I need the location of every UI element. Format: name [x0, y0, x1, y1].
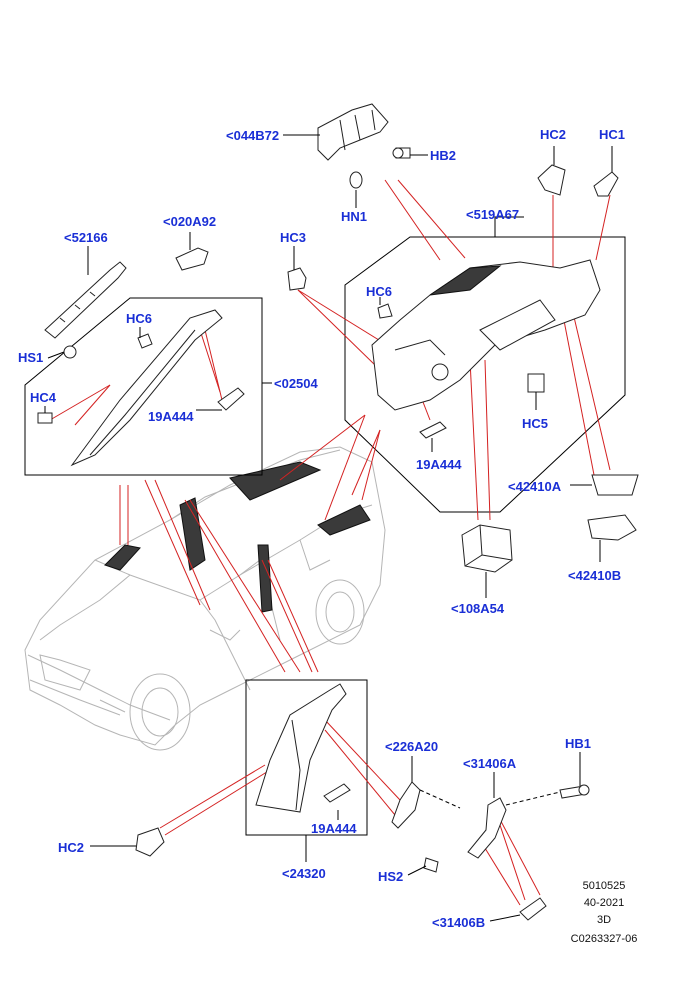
label-42410A[interactable]: <42410A: [508, 479, 562, 494]
label-HB2[interactable]: HB2: [430, 148, 457, 163]
label-020A92[interactable]: <020A92: [163, 214, 217, 229]
label-02504[interactable]: <02504: [274, 376, 318, 391]
screw-HS2: [423, 857, 439, 873]
label-HN1[interactable]: HN1: [341, 209, 368, 224]
clip-HC1: [593, 171, 619, 197]
rear-quarter-group-frame: [344, 236, 626, 513]
bracket-020A92: [175, 247, 209, 271]
label-HB1[interactable]: HB1: [565, 736, 592, 751]
meta-line-1: 5010525: [582, 880, 626, 892]
label-HC5[interactable]: HC5: [522, 416, 549, 431]
label-108A54[interactable]: <108A54: [451, 601, 505, 616]
clip-HC6-a: [137, 333, 153, 349]
label-HC2-top[interactable]: HC2: [540, 127, 567, 142]
label-HC6-a[interactable]: HC6: [126, 311, 153, 326]
clip-HC2-top: [537, 164, 566, 196]
label-044B72[interactable]: <044B72: [226, 128, 280, 143]
leader-lines: [44, 134, 613, 922]
label-31406A[interactable]: <31406A: [463, 756, 517, 771]
frames: [24, 236, 626, 836]
clip-HC4: [37, 412, 53, 424]
nut-HN1: [349, 171, 363, 189]
cover-31406B: [519, 897, 547, 921]
label-HS1[interactable]: HS1: [18, 350, 44, 365]
callout-lines: [49, 179, 611, 906]
clip-HC3: [287, 267, 307, 291]
meta-line-4: C0263327-06: [570, 933, 638, 945]
bracket-044B72: [317, 103, 389, 161]
clip-HC5: [527, 373, 545, 393]
cover-19A444-c: [323, 783, 351, 803]
label-HC3[interactable]: HC3: [280, 230, 307, 245]
label-HS2[interactable]: HS2: [378, 869, 404, 884]
label-19A444-c[interactable]: 19A444: [311, 821, 357, 836]
clip-HC2-bottom: [135, 827, 165, 857]
label-31406B[interactable]: <31406B: [432, 915, 486, 930]
label-HC2-bottom[interactable]: HC2: [58, 840, 85, 855]
anchor-31406A: [467, 797, 507, 859]
label-19A444-a[interactable]: 19A444: [148, 409, 194, 424]
clip-HC6-b: [377, 303, 393, 319]
label-519A67[interactable]: <519A67: [466, 207, 520, 222]
cover-19A444-a: [217, 387, 245, 411]
a-pillar-group-frame: [24, 297, 263, 476]
box-108A54: [461, 524, 513, 573]
label-HC6-b[interactable]: HC6: [366, 284, 393, 299]
label-42410B[interactable]: <42410B: [568, 568, 622, 583]
b-pillar-trim-24320: [255, 683, 347, 813]
label-24320[interactable]: <24320: [282, 866, 326, 881]
cover-42410A: [591, 474, 639, 496]
label-52166[interactable]: <52166: [64, 230, 108, 245]
label-HC1[interactable]: HC1: [599, 127, 626, 142]
handle-42410B: [587, 514, 637, 541]
meta-line-2: 40-2021: [583, 897, 625, 909]
label-19A444-b[interactable]: 19A444: [416, 457, 462, 472]
meta-line-3: 3D: [596, 914, 612, 926]
parts: [37, 103, 639, 921]
screw-HS1: [63, 345, 77, 359]
strap-52166: [44, 261, 127, 339]
label-226A20[interactable]: <226A20: [385, 739, 439, 754]
label-HC4[interactable]: HC4: [30, 390, 57, 405]
bracket-226A20: [391, 781, 421, 829]
cover-19A444-b: [419, 421, 447, 439]
